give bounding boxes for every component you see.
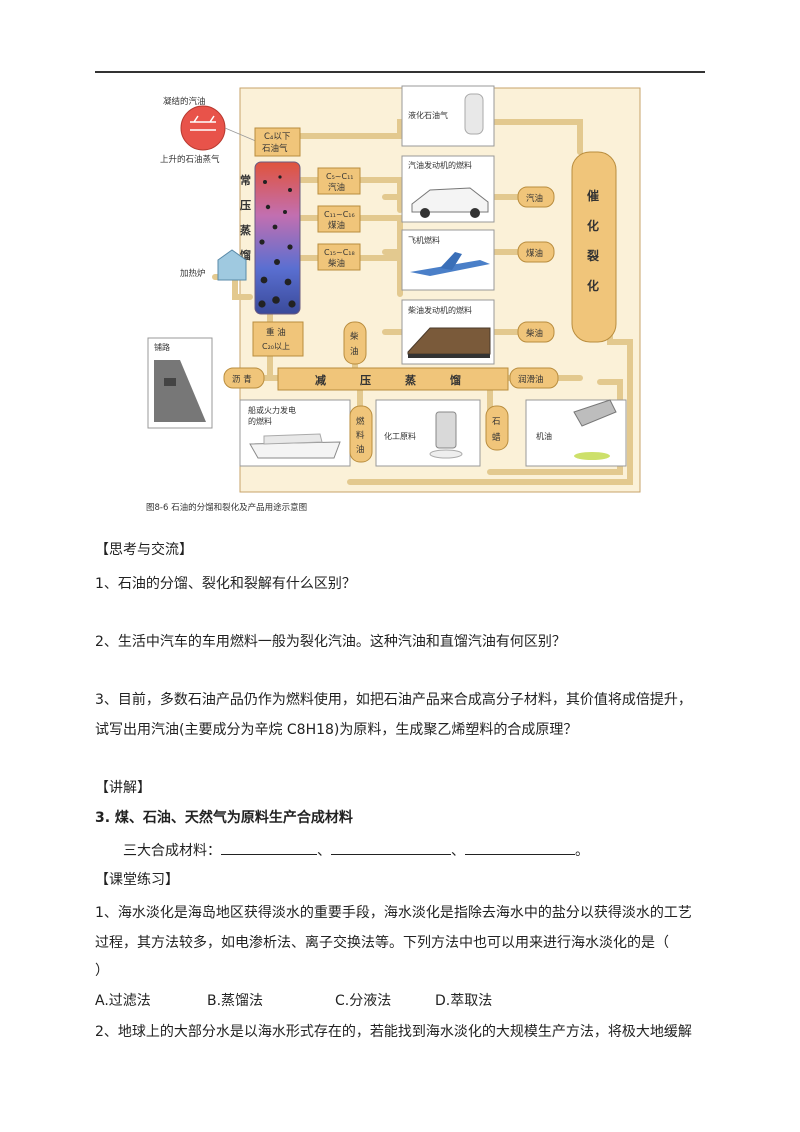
vacuum-label-3: 蒸 — [405, 373, 416, 387]
petroleum-figure: 凝结的汽油 上升的石油蒸气 C₄以下 石油气 常 压 蒸 馏 加热炉 C₅~C₁… — [140, 82, 650, 520]
blank-2[interactable] — [331, 840, 451, 855]
cracking-label-4: 化 — [587, 278, 599, 293]
lube-oil-label: 润滑油 — [518, 374, 544, 385]
vacuum-label-2: 压 — [360, 373, 371, 387]
separator-1: 、 — [317, 843, 331, 859]
choice-a[interactable]: A.过滤法 — [95, 993, 151, 1009]
practice-1-line1: 1、海水淡化是海岛地区获得淡水的重要手段，海水淡化是指除去海水中的盐分以获得淡水… — [95, 905, 692, 921]
end-mark: 。 — [575, 843, 589, 859]
diesel-vert-2: 油 — [350, 346, 359, 357]
question-2: 2、生活中汽车的车用燃料一般为裂化汽油。这种汽油和直馏汽油有何区别？ — [95, 634, 566, 650]
crack-gasoline-label: 汽油 — [526, 193, 543, 204]
cracking-label-1: 催 — [587, 188, 599, 203]
top-rule — [95, 71, 705, 73]
practice-2-line1: 2、地球上的大部分水是以海水形式存在的，若能找到海水淡化的大规模生产方法，将极大… — [95, 1024, 692, 1040]
cracking-label-2: 化 — [587, 218, 599, 233]
ship-box-line1: 船或火力发电 — [248, 405, 296, 415]
ship-box-line2: 的燃料 — [248, 416, 272, 426]
wax-vert-1: 石 — [492, 417, 501, 427]
fraction-c4-name: 石油气 — [262, 143, 288, 154]
tower-label-3: 蒸 — [240, 223, 251, 237]
diesel-vert-1: 柴 — [350, 331, 359, 342]
tower-label-4: 馏 — [240, 248, 251, 262]
heavy-oil-formula: C₂₀以上 — [262, 342, 290, 351]
lube-box-label: 机油 — [536, 431, 552, 441]
wax-vert-2: 蜡 — [492, 432, 501, 443]
fuel-oil-vert-3: 油 — [356, 444, 365, 455]
materials-fill-line: 三大合成材料： 、 、 。 — [123, 840, 589, 861]
crack-diesel-label: 柴油 — [526, 328, 543, 339]
fraction-gasoline-formula: C₅~C₁₁ — [326, 172, 354, 181]
blank-1[interactable] — [221, 840, 317, 855]
practice-1-line2: 过程，其方法较多，如电渗析法、离子交换法等。下列方法中也可以用来进行海水淡化的是… — [95, 935, 669, 951]
vacuum-label-4: 馏 — [450, 373, 461, 387]
fraction-c4-formula: C₄以下 — [264, 132, 291, 142]
train-box-label: 柴油发动机的燃料 — [408, 305, 472, 315]
materials-label: 三大合成材料： — [123, 843, 221, 859]
fraction-gasoline-name: 汽油 — [328, 182, 345, 193]
blank-3[interactable] — [465, 840, 575, 855]
asphalt-label: 沥 青 — [232, 374, 252, 385]
tower-label-2: 压 — [240, 198, 251, 212]
cracking-label-3: 裂 — [586, 248, 599, 263]
plane-box-label: 飞机燃料 — [408, 235, 440, 245]
question-1: 1、石油的分馏、裂化和裂解有什么区别？ — [95, 576, 356, 592]
fraction-diesel-formula: C₁₅~C₁₈ — [324, 248, 355, 257]
fraction-kerosene-name: 煤油 — [328, 220, 345, 231]
fraction-diesel-name: 柴油 — [328, 258, 345, 269]
question-3-line2: 试写出用汽油(主要成分为辛烷 C8H18)为原料，生成聚乙烯塑料的合成原理？ — [95, 722, 578, 738]
section-practice-heading: 【课堂练习】 — [95, 872, 179, 888]
heavy-oil-name: 重 油 — [266, 327, 286, 338]
vacuum-label-1: 减 — [315, 373, 326, 387]
condensed-gas-label: 凝结的汽油 — [163, 96, 206, 107]
figure-caption: 图8-6 石油的分馏和裂化及产品用途示意图 — [146, 502, 307, 513]
question-3-line1: 3、目前，多数石油产品仍作为燃料使用，如把石油产品来合成高分子材料，其价值将成倍… — [95, 692, 692, 708]
tower-label-1: 常 — [240, 173, 251, 187]
furnace-label: 加热炉 — [180, 268, 206, 279]
section-lecture-heading: 【讲解】 — [95, 780, 151, 796]
chem-box-label: 化工原料 — [384, 431, 416, 441]
choice-b[interactable]: B.蒸馏法 — [207, 993, 264, 1009]
choice-c[interactable]: C.分液法 — [335, 993, 392, 1009]
fraction-kerosene-formula: C₁₁~C₁₆ — [324, 210, 355, 219]
lpg-box-label: 液化石油气 — [408, 110, 448, 120]
fuel-oil-vert-2: 料 — [356, 430, 365, 441]
road-box-label: 铺路 — [154, 342, 170, 352]
choice-d[interactable]: D.萃取法 — [435, 993, 493, 1009]
separator-2: 、 — [451, 843, 465, 859]
car-box-label: 汽油发动机的燃料 — [408, 160, 472, 170]
petroleum-diagram: 凝结的汽油 上升的石油蒸气 C₄以下 石油气 常 压 蒸 馏 加热炉 C₅~C₁… — [140, 82, 650, 520]
rising-vapor-label: 上升的石油蒸气 — [160, 154, 220, 165]
section-think-heading: 【思考与交流】 — [95, 542, 193, 558]
heading-synthetic-materials: 3. 煤、石油、天然气为原料生产合成材料 — [95, 810, 353, 826]
crack-kerosene-label: 煤油 — [526, 248, 543, 259]
practice-1-line3: ） — [95, 963, 109, 979]
fuel-oil-vert-1: 燃 — [356, 416, 365, 427]
